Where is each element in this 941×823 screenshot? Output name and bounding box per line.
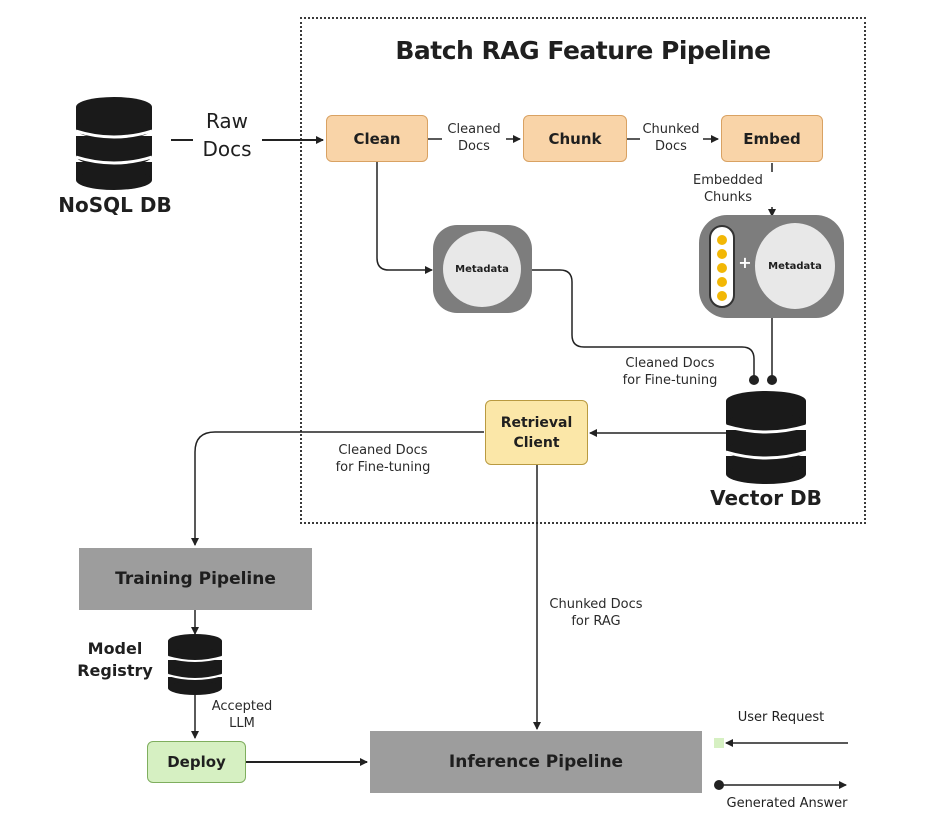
rag-line2: for RAG: [571, 614, 621, 629]
rag-line1: Chunked Docs: [549, 597, 643, 612]
nosql-db-icon: [76, 97, 152, 190]
chunked-docs-line2: Docs: [655, 139, 687, 154]
embedded-chunks-label: Embedded Chunks: [681, 172, 775, 206]
model-registry-icon-separators: [167, 656, 223, 680]
vectordb-input-dot-left: [749, 375, 759, 385]
embedding-metadata-node[interactable]: + Metadata: [699, 215, 844, 318]
diagram-title: Batch RAG Feature Pipeline: [395, 36, 771, 65]
accepted-llm-label: Accepted LLM: [204, 698, 280, 732]
retrieval-client-node[interactable]: Retrieval Client: [485, 400, 588, 465]
embedding-dot-4: [717, 277, 727, 287]
cleaned-docs-line1: Cleaned: [447, 122, 501, 137]
accepted-llm-line1: Accepted: [211, 699, 273, 714]
finetune-train-line1: Cleaned Docs: [338, 443, 428, 458]
finetune-train-line2: for Fine-tuning: [335, 460, 431, 475]
training-pipeline-node[interactable]: Training Pipeline: [79, 548, 312, 610]
edge-retrieval-training: [191, 431, 484, 546]
finetune-db-line2: for Fine-tuning: [622, 373, 718, 388]
plus-sign: +: [738, 253, 752, 272]
metadata-right-label: Metadata: [755, 223, 835, 309]
chunked-docs-label: Chunked Docs: [638, 121, 704, 155]
vector-db-label: Vector DB: [710, 486, 822, 510]
nosql-db-icon-separators: [75, 129, 153, 165]
raw-docs-line2: Docs: [202, 137, 252, 161]
vector-db-icon-separators: [725, 424, 807, 460]
cleaned-docs-label: Cleaned Docs: [442, 121, 506, 155]
finetune-db-line1: Cleaned Docs: [625, 356, 715, 371]
model-registry-line2: Registry: [77, 661, 153, 680]
vectordb-input-dot-right: [767, 375, 777, 385]
raw-docs-line1: Raw: [205, 109, 249, 133]
model-registry-line1: Model: [87, 639, 143, 658]
model-registry-label: Model Registry: [70, 638, 160, 682]
legend-generated-answer-marker: [714, 780, 724, 790]
retrieval-client-line2: Client: [513, 434, 560, 451]
edge-clean-metadata: [376, 162, 433, 274]
finetune-train-label: Cleaned Docs for Fine-tuning: [322, 442, 444, 476]
cleaned-docs-line2: Docs: [458, 139, 490, 154]
deploy-node[interactable]: Deploy: [147, 741, 246, 783]
nosql-db-label: NoSQL DB: [58, 193, 172, 217]
embedding-dot-2: [717, 249, 727, 259]
chunked-docs-line1: Chunked: [642, 122, 700, 137]
batch-rag-pipeline-frame: [300, 17, 866, 524]
metadata-node[interactable]: Metadata: [433, 225, 532, 313]
legend-user-request-marker: [714, 738, 724, 748]
accepted-llm-line2: LLM: [229, 716, 255, 731]
model-registry-icon: [168, 634, 222, 695]
finetune-db-label: Cleaned Docs for Fine-tuning: [612, 355, 728, 389]
raw-docs-label: Raw Docs: [193, 107, 261, 163]
embedding-vector-icon: [709, 225, 735, 308]
legend-user-request-label: User Request: [737, 710, 825, 725]
rag-label: Chunked Docs for RAG: [546, 596, 646, 630]
embed-node[interactable]: Embed: [721, 115, 823, 162]
embedding-dot-5: [717, 291, 727, 301]
clean-node[interactable]: Clean: [326, 115, 428, 162]
embedding-dot-1: [717, 235, 727, 245]
edge-metadata-vectordb: [532, 269, 755, 378]
embedding-dot-3: [717, 263, 727, 273]
embedded-chunks-line2: Chunks: [703, 190, 753, 205]
vector-db-icon: [726, 391, 806, 484]
legend-generated-answer-label: Generated Answer: [726, 796, 848, 811]
chunk-node[interactable]: Chunk: [523, 115, 627, 162]
metadata-label: Metadata: [443, 231, 521, 307]
inference-pipeline-node[interactable]: Inference Pipeline: [370, 731, 702, 793]
embedded-chunks-line1: Embedded: [693, 173, 763, 188]
retrieval-client-line1: Retrieval: [500, 414, 573, 431]
